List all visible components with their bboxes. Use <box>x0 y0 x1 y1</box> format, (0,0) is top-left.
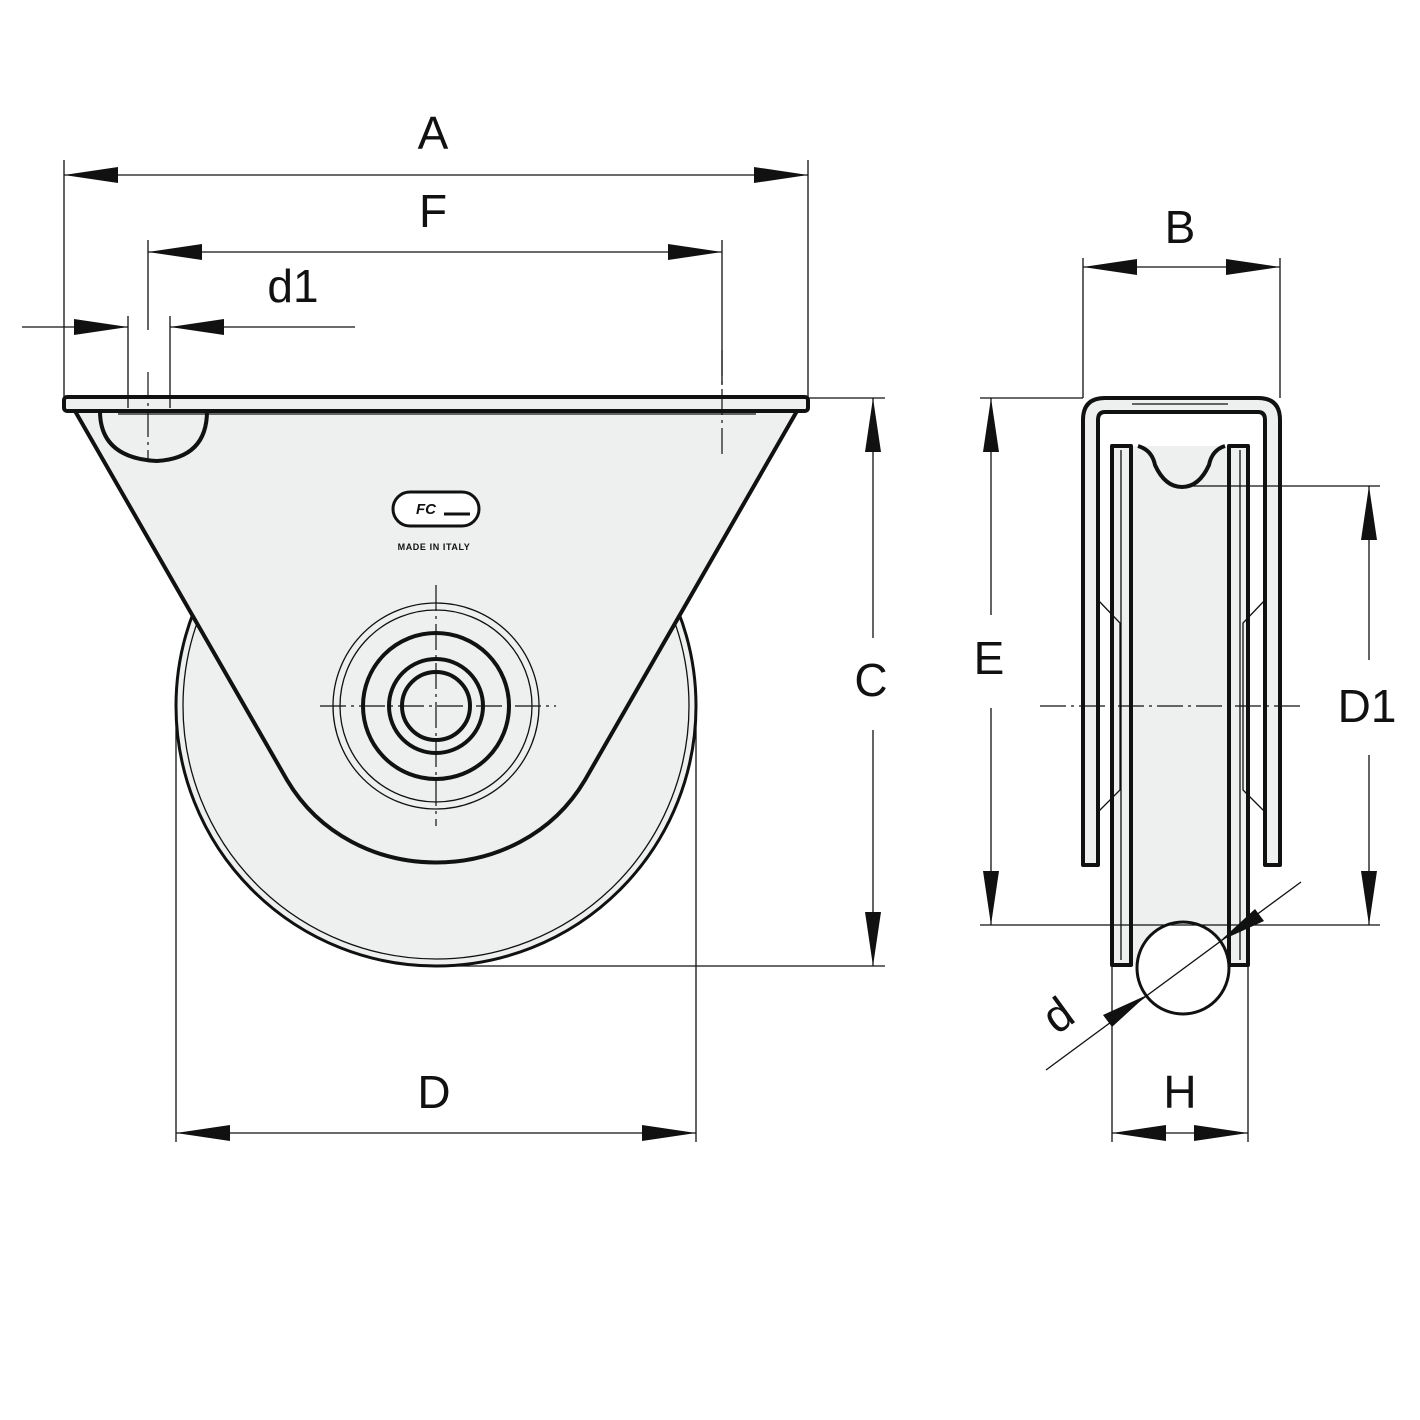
label-d1: d1 <box>267 260 318 312</box>
side-top-groove <box>1137 444 1226 489</box>
label-b: B <box>1165 201 1196 253</box>
side-view: B E D1 d <box>974 201 1397 1142</box>
brand-logo: FC MADE IN ITALY <box>391 490 481 552</box>
front-view: FC MADE IN ITALY A F <box>22 107 888 1142</box>
label-e: E <box>974 632 1005 684</box>
dimension-h: H <box>1111 966 1249 1142</box>
made-in-italy-text: MADE IN ITALY <box>398 542 471 552</box>
label-c: C <box>854 654 887 706</box>
mounting-hole <box>98 410 209 463</box>
dimension-a: A <box>63 107 809 398</box>
dimension-d1: d1 <box>22 260 355 408</box>
label-h: H <box>1163 1066 1196 1118</box>
dimension-c: C <box>436 397 888 967</box>
side-bottom-groove-circle <box>1135 920 1231 1016</box>
label-d1-side: D1 <box>1338 680 1397 732</box>
dimension-e: E <box>974 397 1380 926</box>
dimension-b: B <box>1082 201 1281 398</box>
label-d: D <box>417 1066 450 1118</box>
side-wheel-outline-right <box>1227 444 1250 967</box>
dimension-f: F <box>147 185 723 385</box>
dimension-d1-side: D1 <box>1190 485 1397 925</box>
side-bracket-outer-line <box>1081 396 1282 867</box>
mounting-plate <box>62 395 810 413</box>
logo-badge <box>391 490 481 528</box>
label-d-small: d <box>1032 986 1083 1043</box>
bracket-plate-outline <box>73 410 799 865</box>
side-wheel-outline <box>1110 444 1133 967</box>
label-f: F <box>419 185 447 237</box>
dimension-d: D <box>175 706 697 1142</box>
logo-text: FC <box>416 501 437 518</box>
label-a: A <box>418 107 449 159</box>
